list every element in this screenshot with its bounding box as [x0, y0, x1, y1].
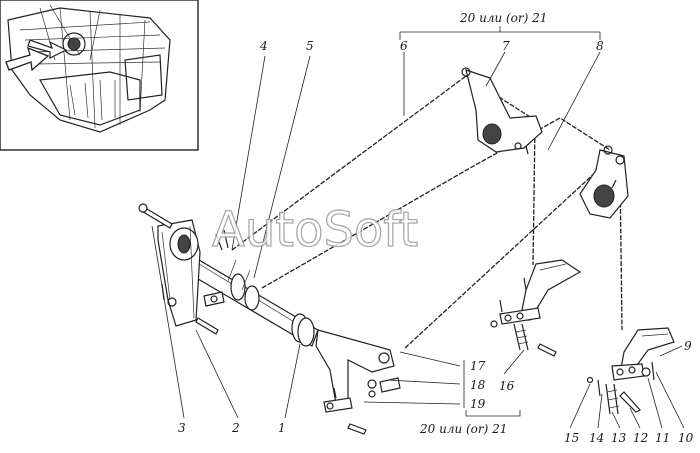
label-15: 15 [564, 431, 579, 445]
shaft-collar-2 [244, 285, 260, 311]
pin-left-top [138, 203, 173, 229]
label-14: 14 [589, 431, 604, 445]
group-label-bottom: 20 или (or) 21 [419, 422, 507, 436]
part-labels: 1 2 3 4 5 6 7 8 9 10 11 12 13 14 15 16 1… [178, 11, 694, 445]
label-13: 13 [611, 431, 627, 445]
left-bracket [157, 219, 201, 327]
right-shaft-lever [315, 329, 401, 435]
cable-to-lever-17 [404, 169, 599, 349]
label-2: 2 [231, 421, 240, 435]
label-17: 17 [470, 359, 486, 373]
inset-cab-sketch [7, 4, 171, 133]
watermark: AutoSoft [212, 202, 418, 258]
label-1: 1 [278, 421, 286, 435]
cable-lower-long [261, 117, 611, 289]
label-19: 19 [470, 397, 486, 411]
label-4: 4 [259, 39, 268, 53]
fasteners-left [161, 229, 229, 335]
label-10: 10 [678, 431, 694, 445]
shaft-collar-4 [297, 317, 315, 347]
label-16: 16 [499, 379, 515, 393]
inset-location-view [0, 0, 199, 151]
label-8: 8 [596, 39, 604, 53]
label-5: 5 [306, 39, 314, 53]
leaders [151, 26, 685, 429]
cable-vertical-left [532, 124, 536, 266]
label-9: 9 [684, 339, 692, 353]
bell-crank-8 [579, 145, 629, 219]
bell-crank-7 [461, 67, 543, 155]
pedal-assembly-left [490, 259, 582, 357]
pedal-assembly-right [586, 327, 675, 415]
label-3: 3 [178, 421, 186, 435]
inset-pointer-arrow [5, 39, 68, 72]
shaft-collar-1 [230, 273, 246, 301]
label-6: 6 [400, 39, 408, 53]
cross-shaft [175, 249, 319, 347]
cable-6-upper [231, 75, 467, 251]
label-7: 7 [502, 39, 510, 53]
group-label-top: 20 или (or) 21 [459, 11, 547, 25]
label-12: 12 [633, 431, 648, 445]
label-11: 11 [655, 431, 670, 445]
label-18: 18 [470, 378, 486, 392]
